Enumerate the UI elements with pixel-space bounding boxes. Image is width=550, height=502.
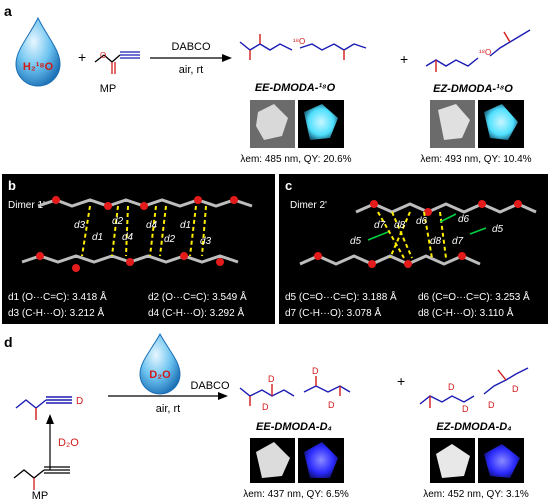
crystal-photos-ez [430, 100, 524, 148]
contacts-c [377, 211, 447, 259]
crystal-photos-ee [250, 100, 344, 148]
oxygen-atoms-c-top [370, 200, 522, 216]
svg-text:D: D [262, 402, 269, 412]
crystal-photos-ee-d4 [250, 438, 344, 483]
svg-text:d8: d8 [430, 236, 442, 247]
caption-ez-d4: λem: 452 nm, QY: 3.1% [423, 489, 529, 500]
svg-text:d5: d5 [492, 224, 504, 235]
arrow-head-icon [222, 54, 232, 62]
molecule-c-top [355, 202, 537, 214]
conditions-top: DABCO [171, 41, 211, 53]
svg-text:d1: d1 [180, 220, 191, 231]
panel-letter-b: b [8, 178, 16, 193]
caption-ee-d4: λem: 437 nm, QY: 6.5% [243, 489, 349, 500]
mp-structure-d [13, 466, 70, 490]
mp-label-d: MP [32, 490, 49, 502]
water-drop-icon [15, 16, 61, 87]
panel-c: c Dimer 2' d7 d8 [279, 174, 548, 324]
product-ez-label: EZ-DMODA-¹⁸O [433, 83, 513, 95]
ez-structure [425, 29, 531, 72]
conditions-bottom-d: air, rt [156, 403, 180, 415]
svg-text:d1: d1 [92, 232, 103, 243]
deuterium-label: D [76, 396, 83, 407]
panel-a: a H₂¹⁸O + O MP DABCO air, rt [4, 3, 532, 165]
dimer-label-c: Dimer 2' [290, 200, 327, 211]
conditions-bottom: air, rt [179, 64, 203, 76]
panel-letter-d: d [4, 334, 13, 350]
arrow-head-icon-d [218, 392, 228, 400]
o18-label-1: ¹⁸O [293, 37, 305, 46]
svg-text:d7: d7 [452, 236, 464, 247]
mp-label: MP [100, 83, 117, 95]
svg-text:d8: d8 [394, 220, 406, 231]
up-arrow-icon [46, 414, 54, 424]
panel-b: b Dimer 1' d3 [2, 174, 275, 324]
panel-letter-c: c [285, 178, 292, 193]
svg-text:d2: d2 [112, 216, 124, 227]
product-ee-label: EE-DMODA-¹⁸O [255, 82, 336, 94]
distance-table-c: d5 (C=O···C=C): 3.188 Å d6 (C=O···C=C): … [285, 290, 530, 319]
svg-text:d5: d5 [350, 236, 362, 247]
d2o-drop-icon [139, 332, 181, 395]
svg-text:d6 (C=O···C=C): 3.253 Å: d6 (C=O···C=C): 3.253 Å [418, 290, 530, 303]
conditions-top-d: DABCO [190, 380, 230, 392]
plus-sign-d: + [397, 373, 405, 389]
svg-text:d4 (C-H···O): 3.292 Å: d4 (C-H···O): 3.292 Å [148, 306, 244, 319]
mp-oxygen: O [100, 51, 106, 60]
ee-structure [239, 34, 367, 60]
ee-d4-deuterium-labels: D D D D [262, 366, 335, 412]
svg-text:d6: d6 [416, 216, 428, 227]
crystal-photos-ez-d4 [430, 438, 524, 483]
svg-text:d8 (C-H···O): 3.110 Å: d8 (C-H···O): 3.110 Å [418, 306, 514, 319]
oxygen-atoms-b-bottom [36, 252, 224, 272]
d2o-drop-label: D₂O [149, 369, 171, 381]
svg-text:d4: d4 [122, 232, 134, 243]
ez-d4-deuterium-labels: D D D D [448, 382, 519, 414]
svg-text:d3 (C-H···O): 3.212 Å: d3 (C-H···O): 3.212 Å [8, 306, 104, 319]
svg-text:d3: d3 [74, 220, 86, 231]
svg-text:d6: d6 [458, 214, 470, 225]
svg-text:D: D [448, 382, 455, 392]
panel-d: d D₂O D D₂O MP DABCO air, rt [4, 332, 529, 502]
water-label: H₂¹⁸O [23, 61, 54, 73]
plus-sign: + [78, 49, 86, 65]
panel-letter-a: a [4, 3, 12, 19]
svg-text:D: D [268, 374, 275, 384]
svg-text:D: D [512, 384, 519, 394]
contacts-b [81, 205, 207, 257]
svg-text:d4: d4 [146, 220, 158, 231]
caption-ee: λem: 485 nm, QY: 20.6% [240, 154, 351, 165]
dimer-label-b: Dimer 1' [8, 200, 45, 211]
svg-text:D: D [328, 400, 335, 410]
product-ez-d4-label: EZ-DMODA-D₄ [436, 421, 511, 433]
plus-sign-2: + [400, 51, 408, 67]
molecule-c-bottom [299, 254, 481, 266]
green-contacts-c [367, 213, 487, 241]
arrow-reagent-label: D₂O [58, 437, 79, 449]
product-ee-d4-label: EE-DMODA-D₄ [256, 421, 332, 433]
oxygen-atoms-c-bottom [314, 252, 466, 268]
svg-text:d2: d2 [164, 234, 176, 245]
svg-text:d3: d3 [200, 236, 212, 247]
svg-text:d7: d7 [374, 220, 386, 231]
ee-d4-structure [239, 376, 351, 406]
svg-text:D: D [462, 404, 469, 414]
tags-b: d3 d1 d2 d4 d4 d2 d1 d3 [74, 216, 212, 247]
oxygen-atoms-b-top [52, 196, 238, 210]
svg-text:d1 (O···C=C): 3.418 Å: d1 (O···C=C): 3.418 Å [8, 290, 107, 303]
mp-structure [94, 51, 140, 74]
svg-text:d2 (O···C=C): 3.549 Å: d2 (O···C=C): 3.549 Å [148, 290, 247, 303]
tags-c: d7 d8 d5 d6 d8 d7 d6 d5 [350, 214, 504, 247]
distance-table-b: d1 (O···C=C): 3.418 Å d2 (O···C=C): 3.54… [8, 290, 247, 319]
o18-label-2: ¹⁸O [479, 48, 491, 57]
caption-ez: λem: 493 nm, QY: 10.4% [420, 154, 531, 165]
ez-d4-structure [419, 367, 529, 408]
d-propiolate-structure [15, 396, 72, 420]
svg-text:D: D [488, 400, 495, 410]
svg-text:D: D [312, 366, 319, 376]
svg-text:d5 (C=O···C=C): 3.188 Å: d5 (C=O···C=C): 3.188 Å [285, 290, 397, 303]
svg-text:d7 (C-H···O): 3.078 Å: d7 (C-H···O): 3.078 Å [285, 306, 381, 319]
